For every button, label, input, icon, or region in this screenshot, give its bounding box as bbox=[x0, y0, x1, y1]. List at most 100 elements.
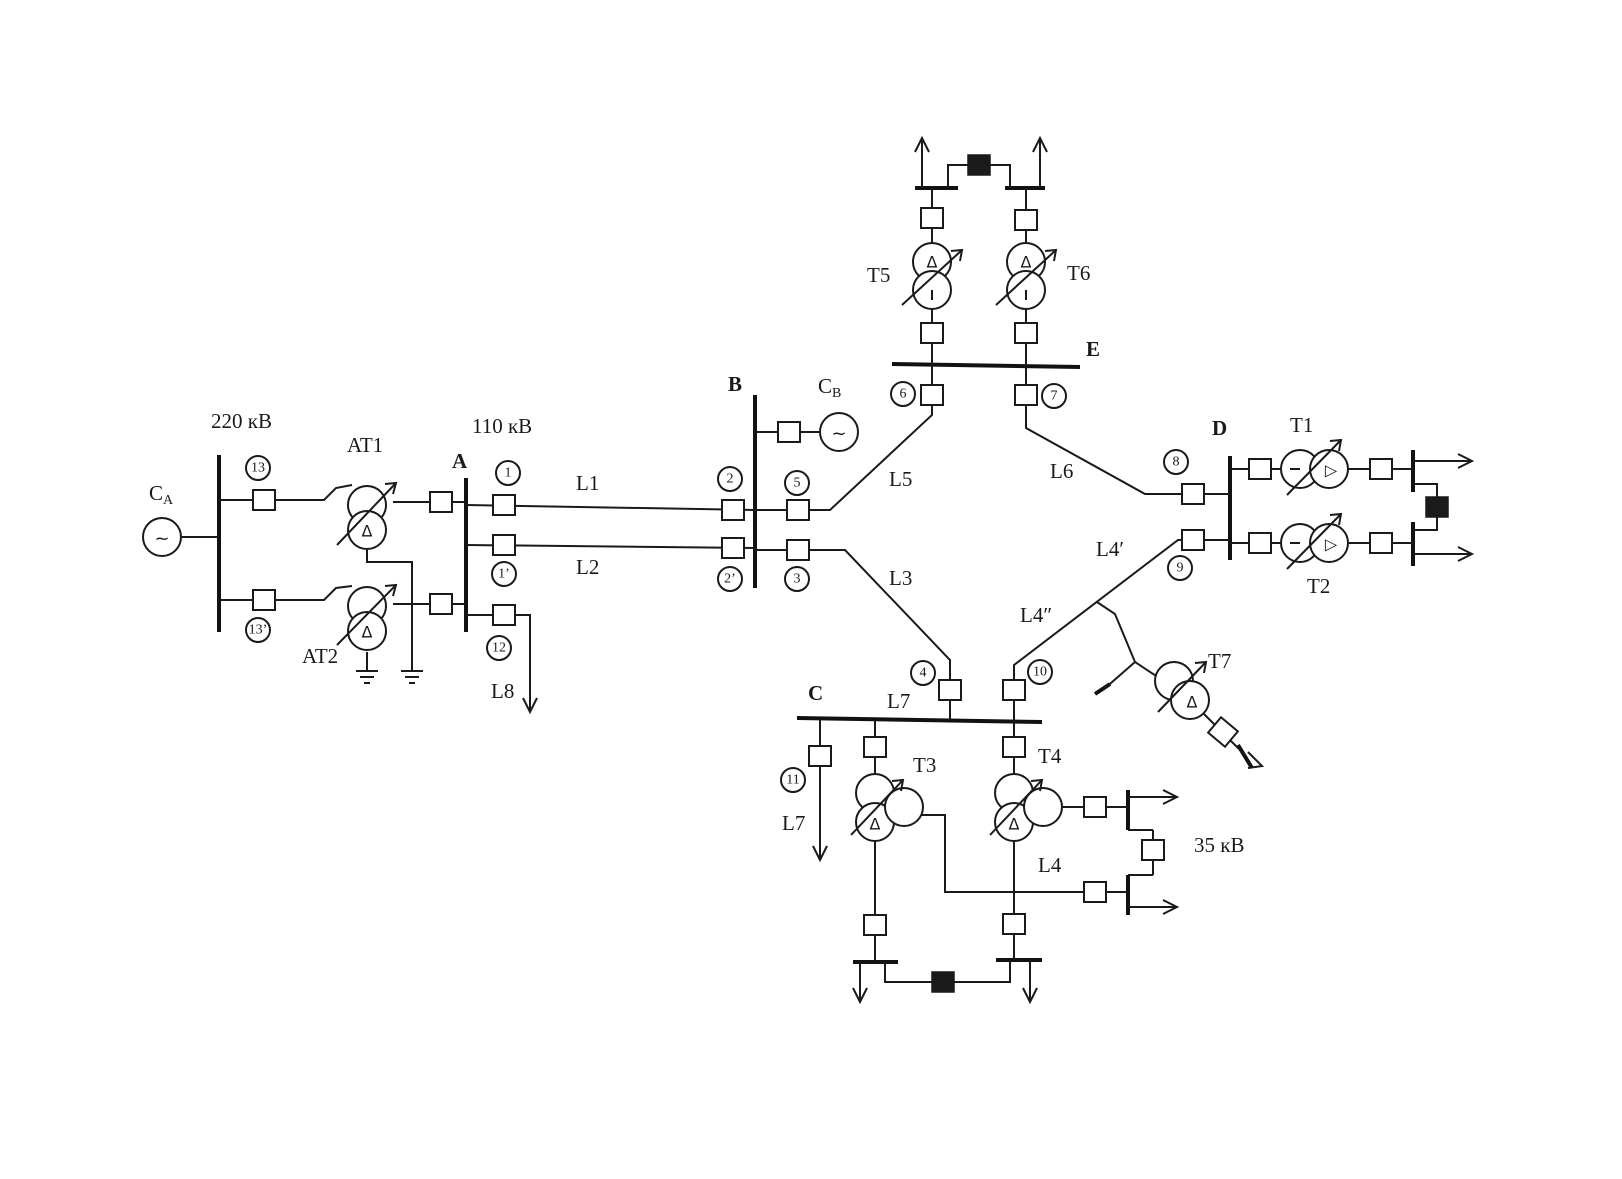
breaker-1 bbox=[492, 494, 516, 516]
breaker-2p bbox=[721, 537, 745, 559]
regulation-arrow-head bbox=[891, 778, 905, 792]
wire-line-l3 bbox=[755, 549, 951, 720]
breaker-8 bbox=[1181, 483, 1205, 505]
load-arrows bbox=[522, 135, 1475, 1005]
wires bbox=[181, 140, 1470, 1000]
breaker-1p bbox=[492, 534, 516, 556]
wire-at1-hv bbox=[219, 484, 353, 501]
generator-symbol: ~ bbox=[831, 424, 846, 445]
breaker-number-2p: 2’ bbox=[724, 572, 736, 587]
line-label-l4b: L4″ bbox=[1020, 603, 1052, 627]
regulation-arrow-icon bbox=[336, 584, 397, 646]
breaker-t7 bbox=[1206, 715, 1240, 749]
regulation-arrow-head bbox=[1030, 778, 1044, 792]
arrow-t6-load bbox=[1032, 135, 1048, 153]
winding-circle-icon bbox=[884, 787, 924, 827]
bus-label-a: A bbox=[452, 449, 468, 473]
autotransformer-at1: Δ bbox=[336, 481, 398, 550]
line-label-l3: L3 bbox=[889, 566, 912, 590]
regulation-arrow-head bbox=[950, 248, 964, 262]
breaker-number-9: 9 bbox=[1177, 561, 1184, 576]
number-circle bbox=[491, 561, 517, 587]
transformer-label-t1: T1 bbox=[1290, 413, 1313, 437]
wire-t7-branch bbox=[1102, 661, 1136, 691]
breaker-t4-lv bbox=[1002, 913, 1026, 935]
delta-icon: Δ bbox=[870, 815, 881, 834]
breaker-12 bbox=[808, 745, 832, 767]
voltage-label-220kv: 220 кВ bbox=[211, 409, 272, 433]
transformer-t5: Δ bbox=[901, 242, 964, 310]
line-label-l4a: L4′ bbox=[1096, 537, 1124, 561]
number-circle bbox=[495, 460, 521, 486]
arrow-t2-load bbox=[1457, 546, 1475, 562]
delta-icon: Δ bbox=[1187, 693, 1198, 712]
breaker-t5-lv bbox=[920, 207, 944, 229]
regulation-arrow-head bbox=[1194, 660, 1208, 674]
source-label-ca: CA bbox=[149, 481, 174, 508]
voltage-label-35kv: 35 кВ bbox=[1194, 833, 1244, 857]
breaker-number-10: 10 bbox=[1033, 665, 1047, 680]
ground-icon bbox=[401, 670, 423, 684]
delta-icon: Δ bbox=[362, 623, 373, 642]
breaker-t3-hv bbox=[863, 736, 887, 758]
regulation-arrow-icon bbox=[989, 779, 1043, 836]
bus-label-d: D bbox=[1212, 416, 1227, 440]
breaker-number-2: 2 bbox=[727, 472, 734, 487]
breaker-number-12: 11 bbox=[786, 773, 799, 788]
arrow-35kv-top bbox=[1162, 789, 1180, 805]
breaker-number-5: 5 bbox=[794, 476, 801, 491]
number-circle bbox=[1041, 383, 1067, 409]
arrow-c-right bbox=[1022, 987, 1038, 1005]
autotransformer-at2: Δ bbox=[336, 583, 398, 651]
breaker-t1-lv bbox=[1369, 458, 1393, 480]
breaker-4 bbox=[938, 679, 962, 701]
number-circle bbox=[245, 455, 271, 481]
winding-circle-icon bbox=[347, 510, 387, 550]
number-circle bbox=[910, 660, 936, 686]
breaker-number-13p: 13’ bbox=[249, 623, 268, 638]
breaker-number-11: 12 bbox=[492, 641, 506, 656]
breaker-t3-lv bbox=[863, 914, 887, 936]
transformer-label-t4: T4 bbox=[1038, 744, 1062, 768]
breaker-t1-hv bbox=[1248, 458, 1272, 480]
breaker-t3-35kv bbox=[1083, 881, 1107, 903]
breaker-t6-hv bbox=[1014, 322, 1038, 344]
winding-circle-icon bbox=[1023, 787, 1063, 827]
breaker-number-6: 6 bbox=[900, 387, 907, 402]
breaker-at2-mv bbox=[429, 593, 453, 615]
regulation-arrow-icon bbox=[1286, 439, 1342, 496]
number-circle bbox=[890, 381, 916, 407]
wire-line-l8 bbox=[466, 614, 531, 712]
winding-circle-icon bbox=[1170, 680, 1210, 720]
section-breaker-d bbox=[1425, 496, 1449, 518]
number-circle bbox=[1163, 449, 1189, 475]
number-circle bbox=[780, 767, 806, 793]
breaker-number-3: 3 bbox=[794, 572, 801, 587]
breaker-t6-lv bbox=[1014, 209, 1038, 231]
arrow-t5-load bbox=[914, 135, 930, 153]
number-circle bbox=[1027, 659, 1053, 685]
breaker-number-1: 1 bbox=[505, 466, 512, 481]
regulation-arrow-icon bbox=[850, 779, 904, 836]
delta-icon: Δ bbox=[362, 522, 373, 541]
delta-icon: Δ bbox=[1021, 253, 1032, 272]
breaker-number-8: 8 bbox=[1173, 455, 1180, 470]
regulation-arrow-head bbox=[384, 481, 398, 495]
number-circle bbox=[717, 566, 743, 592]
breaker-number-4: 4 bbox=[920, 666, 927, 681]
section-breaker-c bbox=[931, 971, 955, 993]
generator-cb: ~ bbox=[819, 412, 859, 452]
regulation-arrow-icon bbox=[1286, 513, 1342, 570]
arrow-c-left bbox=[852, 987, 868, 1005]
wire-at2-hv bbox=[219, 585, 353, 601]
breaker-3 bbox=[786, 539, 810, 561]
breaker-35kv-tie bbox=[1141, 839, 1165, 861]
bus-label-c: C bbox=[808, 681, 823, 705]
bus-e bbox=[891, 362, 1081, 369]
delta-icon: Δ bbox=[1009, 815, 1020, 834]
breaker-13p bbox=[252, 589, 276, 611]
voltage-label-110kv: 110 кВ bbox=[472, 414, 532, 438]
arrow-t1-load bbox=[1457, 453, 1475, 469]
arrow-l7 bbox=[812, 845, 828, 863]
triangle-icon: ▷ bbox=[1325, 461, 1338, 480]
